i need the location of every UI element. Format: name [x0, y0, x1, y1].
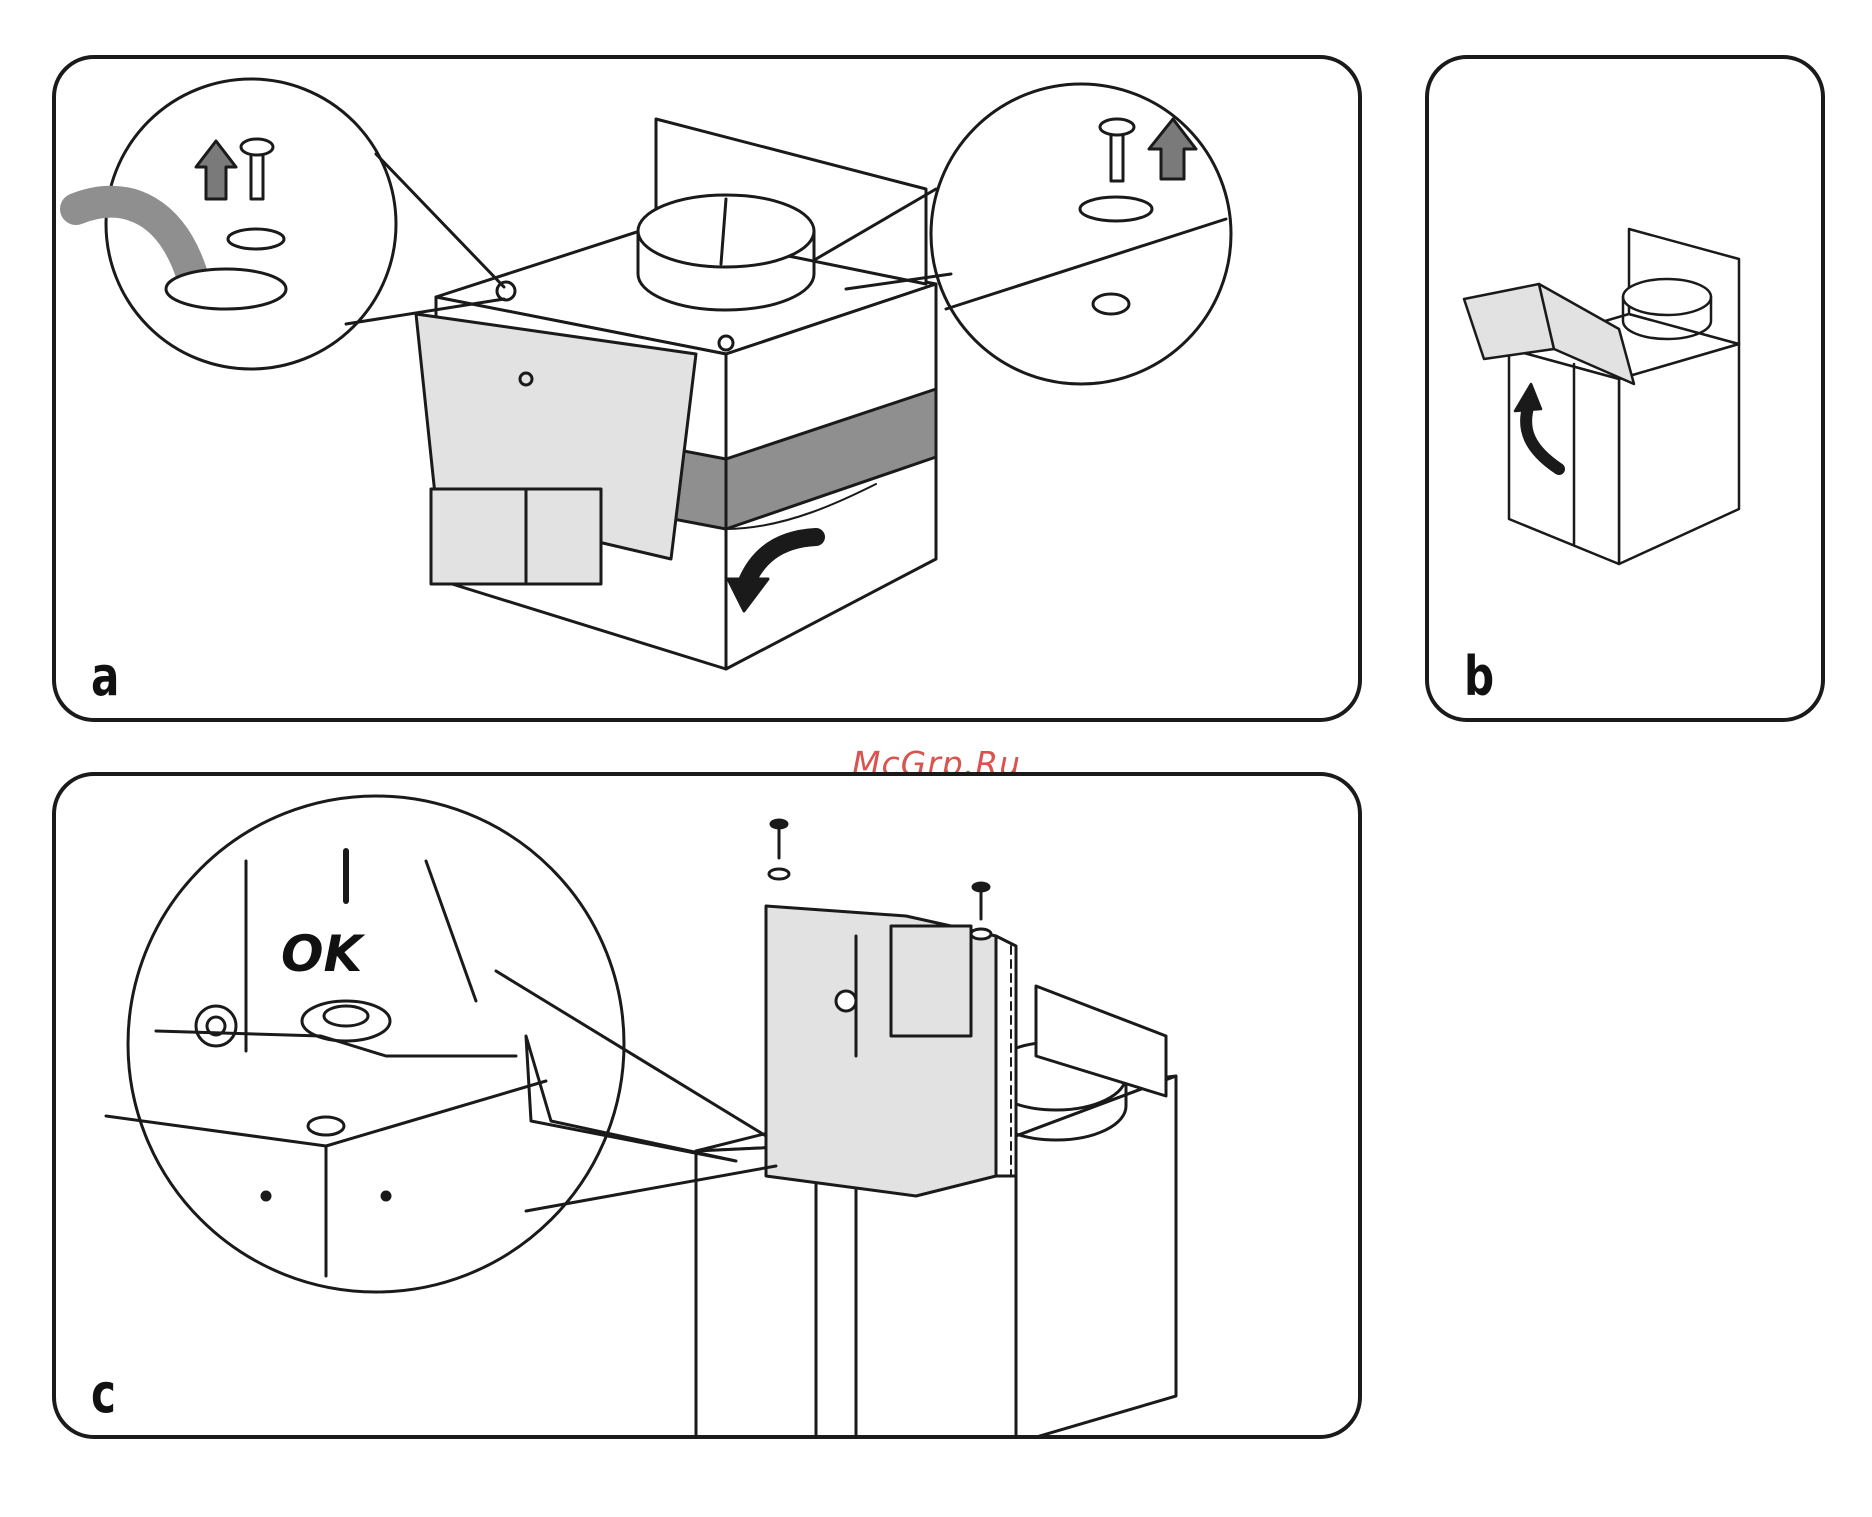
panel-letter-c: c: [91, 1367, 116, 1421]
callout-ok-label: OK: [281, 925, 366, 983]
panel-b: b: [1425, 55, 1825, 722]
panel-letter-a: a: [91, 650, 119, 704]
panel-a-illustration: [56, 59, 1362, 722]
panel-letter-b: b: [1464, 650, 1494, 704]
panel-c-illustration: OK: [56, 776, 1362, 1439]
panel-b-illustration: [1429, 59, 1825, 722]
upright-cover-c: [766, 906, 1016, 1196]
callout-c: OK: [106, 796, 776, 1292]
panel-c: OK c: [52, 772, 1362, 1439]
hood-body-b: [1509, 229, 1739, 564]
panel-a: a: [52, 55, 1362, 722]
front-cover-a: [416, 314, 696, 584]
